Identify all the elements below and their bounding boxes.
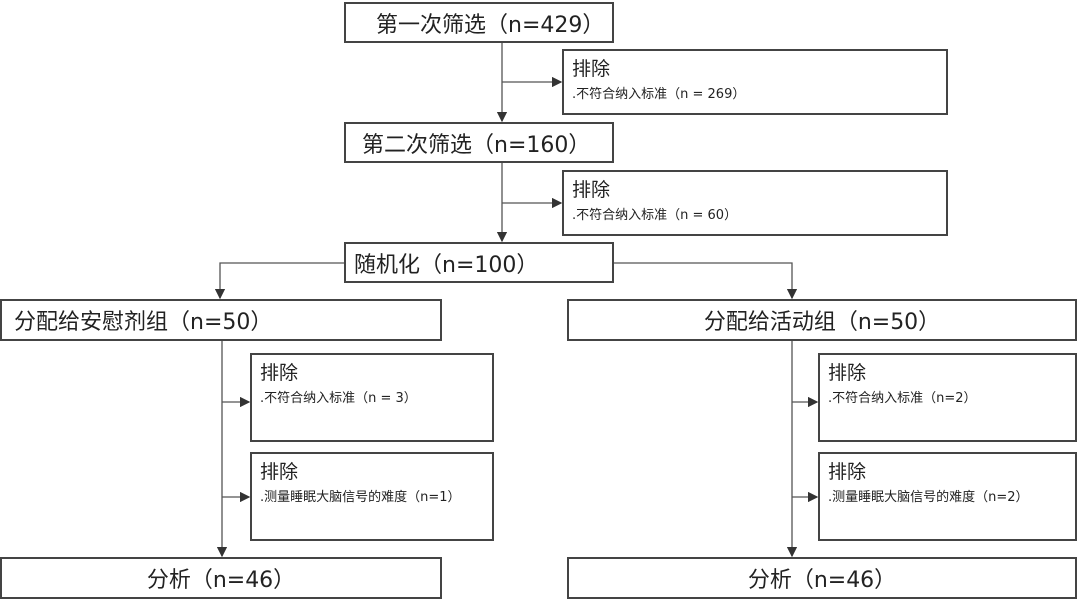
exclusion1-title: 排除	[572, 58, 611, 80]
placebo-analysis-box: 分析（n=46）	[0, 557, 442, 599]
active-exclusion-b-detail: .测量睡眠大脑信号的难度（n=2）	[828, 490, 1029, 505]
exclusion2-title: 排除	[572, 179, 611, 201]
active-exclusion-a-title: 排除	[828, 362, 867, 384]
placebo-exclusion-a-detail: .不符合纳入标准（n = 3）	[260, 391, 417, 406]
placebo-exclusion-b-title: 排除	[260, 461, 299, 483]
exclusion2-detail: .不符合纳入标准（n = 60）	[572, 208, 738, 223]
placebo-exclusion-b-box: 排除 .测量睡眠大脑信号的难度（n=1）	[250, 452, 494, 541]
screening1-label: 第一次筛选（n=429）	[376, 12, 605, 38]
randomization-label: 随机化（n=100）	[354, 252, 539, 278]
active-analysis-box: 分析（n=46）	[567, 557, 1077, 599]
arrow-random-to-placebo	[214, 262, 344, 300]
placebo-group-label: 分配给安慰剂组（n=50）	[14, 310, 273, 335]
active-group-box: 分配给活动组（n=50）	[567, 299, 1077, 341]
active-exclusion-b-title: 排除	[828, 461, 867, 483]
screening2-label: 第二次筛选（n=160）	[362, 132, 591, 158]
exclusion2-box: 排除 .不符合纳入标准（n = 60）	[562, 170, 948, 236]
placebo-exclusion-b-detail: .测量睡眠大脑信号的难度（n=1）	[260, 490, 461, 505]
exclusion1-box: 排除 .不符合纳入标准（n = 269）	[562, 49, 948, 115]
placebo-analysis-label: 分析（n=46）	[146, 568, 296, 593]
placebo-exclusion-a-box: 排除 .不符合纳入标准（n = 3）	[250, 353, 494, 442]
exclusion1-detail: .不符合纳入标准（n = 269）	[572, 87, 746, 102]
placebo-group-box: 分配给安慰剂组（n=50）	[0, 299, 442, 341]
randomization-box: 随机化（n=100）	[344, 242, 614, 283]
placebo-exclusion-a-title: 排除	[260, 362, 299, 384]
active-exclusion-a-box: 排除 .不符合纳入标准（n=2）	[818, 353, 1077, 442]
active-group-label: 分配给活动组（n=50）	[703, 310, 941, 335]
active-analysis-label: 分析（n=46）	[747, 568, 897, 593]
screening1-box: 第一次筛选（n=429）	[344, 2, 614, 43]
arrow-random-to-active	[614, 262, 798, 300]
active-exclusion-b-box: 排除 .测量睡眠大脑信号的难度（n=2）	[818, 452, 1077, 541]
active-exclusion-a-detail: .不符合纳入标准（n=2）	[828, 391, 977, 406]
screening2-box: 第二次筛选（n=160）	[344, 122, 614, 163]
